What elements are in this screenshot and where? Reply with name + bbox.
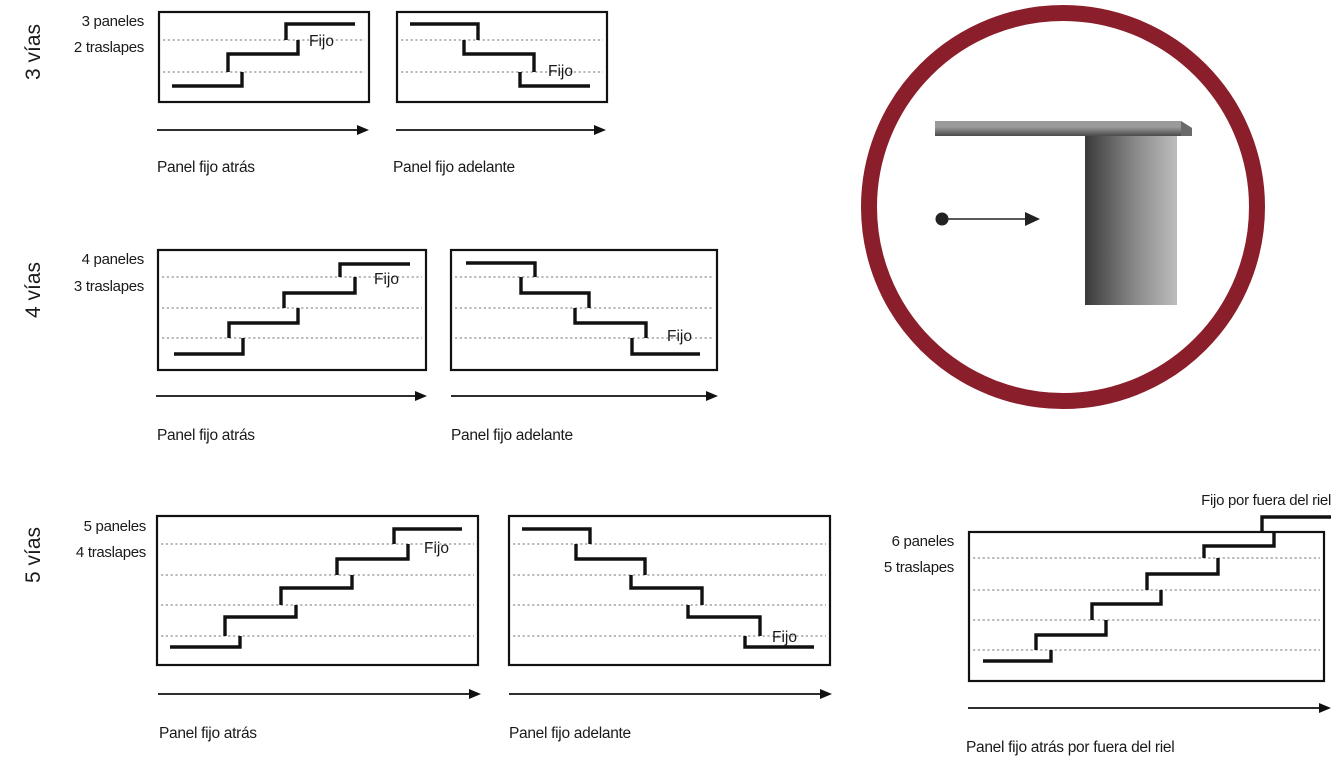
direction-arrow: [158, 689, 481, 699]
row-title: 3 vías: [22, 24, 45, 80]
push-arrow-icon: [935, 212, 1040, 226]
row-5-vias: 5 vías 5 paneles 4 traslapes Fijo Panel …: [22, 514, 832, 742]
track-lines: [161, 543, 474, 637]
rail-frame: [507, 514, 832, 667]
diagram-caption: Panel fijo adelante: [509, 725, 631, 742]
panels-count-label: 6 paneles: [892, 533, 954, 550]
diagram-fixed-back: Fijo Panel fijo atrás: [157, 10, 371, 176]
diagram-fixed-front: Fijo Panel fijo adelante: [449, 248, 719, 444]
shelf-top: [935, 121, 1192, 128]
direction-arrow: [157, 125, 369, 135]
fixed-panel-label: Fijo: [374, 271, 399, 288]
rail-frame: [967, 530, 1326, 683]
shelf-edge: [1181, 121, 1192, 136]
direction-arrow: [451, 391, 718, 401]
diagram-fixed-front: Fijo Panel fijo adelante: [393, 10, 609, 176]
panels-count-label: 4 paneles: [82, 251, 144, 268]
panels-stair: [466, 261, 700, 356]
fixed-panel-label: Fijo: [772, 629, 797, 646]
diagram-fixed-back: Fijo Panel fijo atrás: [155, 514, 481, 742]
t-profile-direction-icon: [861, 5, 1265, 409]
panels-stair: [522, 527, 814, 649]
panels-stair: [983, 515, 1331, 663]
panels-stair: [174, 262, 410, 356]
fixed-panel-label: Fijo: [309, 33, 334, 50]
column-block: [1085, 136, 1177, 305]
row-title: 4 vías: [22, 262, 45, 318]
fixed-outside-rail-label: Fijo por fuera del riel: [1201, 492, 1331, 509]
rail-frame: [156, 248, 428, 372]
diagram-caption: Panel fijo adelante: [393, 159, 515, 176]
track-lines: [162, 276, 422, 339]
fixed-panel-label: Fijo: [548, 63, 573, 80]
track-lines: [163, 39, 365, 73]
track-lines: [513, 543, 826, 637]
diagram-caption: Panel fijo atrás: [157, 159, 255, 176]
diagram-fixed-back: Fijo Panel fijo atrás: [156, 248, 428, 444]
diagram-caption: Panel fijo atrás: [157, 427, 255, 444]
overlaps-count-label: 2 traslapes: [74, 39, 144, 56]
diagram-caption: Panel fijo atrás: [159, 725, 257, 742]
outside-rail-configuration: Fijo por fuera del riel 6 paneles 5 tras…: [884, 492, 1331, 756]
rail-frame: [449, 248, 719, 372]
direction-arrow: [396, 125, 606, 135]
panels-count-label: 5 paneles: [84, 518, 146, 535]
rail-frame: [155, 514, 480, 667]
direction-arrow: [509, 689, 832, 699]
overlaps-count-label: 4 traslapes: [76, 544, 146, 561]
panels-stair: [172, 22, 355, 88]
icon-ring: [861, 5, 1265, 409]
panels-count-label: 3 paneles: [82, 13, 144, 30]
diagram-caption: Panel fijo atrás por fuera del riel: [966, 739, 1174, 756]
row-4-vias: 4 vías 4 paneles 3 traslapes Fijo Panel …: [22, 248, 719, 444]
fixed-panel-label: Fijo: [424, 540, 449, 557]
shelf-front: [935, 127, 1191, 136]
direction-arrow: [156, 391, 427, 401]
row-title: 5 vías: [22, 527, 45, 583]
panels-stair: [170, 527, 462, 649]
overlaps-count-label: 3 traslapes: [74, 278, 144, 295]
direction-arrow: [968, 703, 1331, 713]
panels-stair: [410, 22, 590, 88]
diagram-caption: Panel fijo adelante: [451, 427, 573, 444]
overlaps-count-label: 5 traslapes: [884, 559, 954, 576]
row-3-vias: 3 vías 3 paneles 2 traslapes Fijo Panel …: [22, 10, 609, 176]
diagram-fixed-front: Fijo Panel fijo adelante: [507, 514, 832, 742]
track-lines: [401, 39, 603, 73]
fixed-panel-label: Fijo: [667, 328, 692, 345]
